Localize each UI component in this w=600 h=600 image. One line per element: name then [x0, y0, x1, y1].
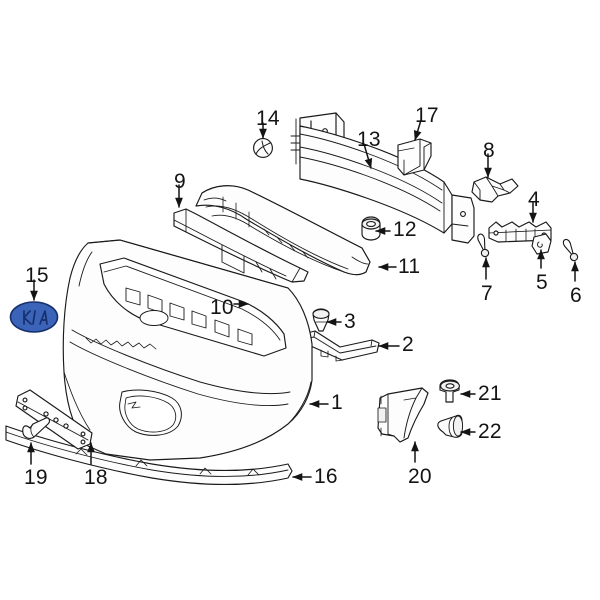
callout-number-16: 16: [314, 465, 338, 488]
callout-number-22: 22: [478, 420, 502, 443]
callout-number-7: 7: [481, 282, 493, 305]
part-13-reinforcement-beam: [290, 112, 475, 244]
callout-arrow-13: [363, 143, 373, 169]
part-11-energy-absorber: [195, 185, 371, 276]
callout-number-13: 13: [357, 128, 381, 151]
part-6-flange-bolt: [561, 237, 580, 263]
callout-number-3: 3: [344, 310, 356, 333]
callout-number-1: 1: [331, 391, 343, 414]
part-9-lower-stiffener: [173, 208, 309, 283]
part-12-grommet-bushing: [361, 216, 381, 241]
callout-number-2: 2: [402, 333, 414, 356]
part-15-kia-emblem: [9, 301, 59, 333]
part-7-flange-bolt: [475, 232, 490, 258]
part-1-front-bumper-cover: [62, 239, 313, 461]
callout-number-19: 19: [24, 466, 48, 489]
callout-number-12: 12: [393, 218, 417, 241]
callout-arrow-17: [413, 119, 422, 141]
part-21-plastic-rivet: [439, 379, 460, 403]
callout-number-8: 8: [483, 139, 495, 162]
part-20-bumper-side-bracket: [377, 387, 429, 443]
callout-number-9: 9: [174, 170, 186, 193]
callout-number-4: 4: [528, 188, 540, 211]
callout-number-10: 10: [210, 296, 234, 319]
callout-number-5: 5: [536, 271, 548, 294]
part-14-round-clip: [253, 138, 273, 158]
part-5-mounting-plate: [531, 233, 552, 255]
part-17-impact-bar-bracket: [397, 138, 432, 176]
part-19-plate-bracket-screw: [22, 417, 51, 439]
callout-number-18: 18: [84, 466, 108, 489]
part-8-bumper-support-bracket: [471, 176, 519, 203]
part-22-screw-rivet: [437, 414, 464, 438]
callout-number-11: 11: [398, 255, 421, 278]
callout-number-21: 21: [478, 382, 502, 405]
part-3-push-pin-retainer: [312, 308, 330, 332]
callout-number-17: 17: [415, 104, 439, 127]
callout-number-14: 14: [256, 107, 280, 130]
callout-number-20: 20: [408, 465, 432, 488]
callout-number-6: 6: [570, 284, 582, 307]
callout-number-15: 15: [25, 264, 49, 287]
